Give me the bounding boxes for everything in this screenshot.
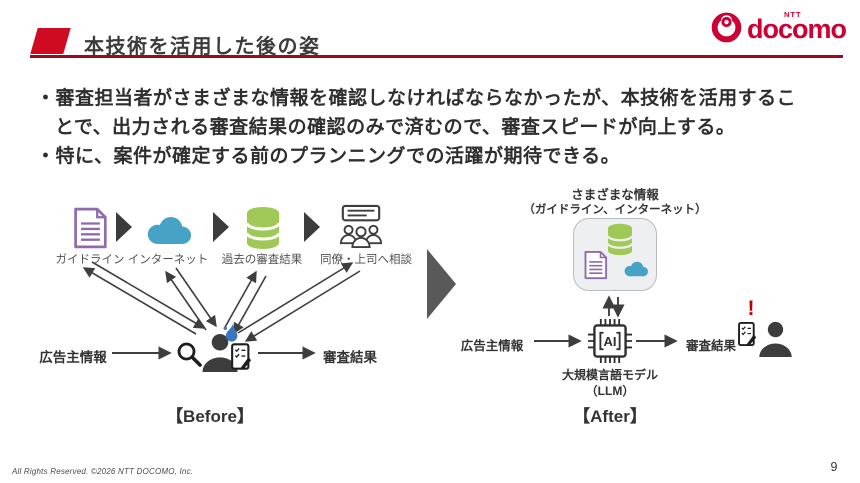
after-info-title: さまざまな情報 xyxy=(571,188,659,202)
after-output-label: 審査結果 xyxy=(685,339,736,353)
transition-triangle-icon xyxy=(427,249,456,319)
cloud-icon xyxy=(143,216,193,245)
ntt-label: NTT xyxy=(784,10,802,19)
title-underline xyxy=(30,55,843,58)
after-info-note: （ガイドライン、インターネット） xyxy=(523,204,707,216)
source-label-past-results: 過去の審査結果 xyxy=(221,254,303,266)
people-consult-icon xyxy=(336,204,386,248)
ai-chip-label: AI xyxy=(603,333,617,349)
chevron-right-icon xyxy=(304,212,320,242)
llm-model-abbr: （LLM） xyxy=(585,384,635,398)
llm-model-name: 大規模言語モデル xyxy=(561,368,658,382)
before-output-label: 審査結果 xyxy=(323,350,377,365)
docomo-label: docomo xyxy=(747,14,847,44)
database-icon xyxy=(606,223,634,256)
copyright-text: All Rights Reserved. ©2026 NTT DOCOMO, I… xyxy=(12,467,194,476)
person-icon xyxy=(201,333,239,372)
person-icon xyxy=(758,321,793,357)
checklist-tablet-icon xyxy=(738,321,757,347)
sweat-drop-icon xyxy=(223,322,238,343)
database-icon xyxy=(245,206,281,250)
alert-exclamation: ! xyxy=(747,297,755,320)
bullet-1: ・審査担当者がさまざまな情報を確認しなければならなかったが、本技術を活用すること… xyxy=(36,88,797,138)
before-caption: 【Before】 xyxy=(166,407,254,426)
document-icon xyxy=(583,250,608,280)
cloud-icon xyxy=(622,261,649,277)
docomo-logo: NTT docomo xyxy=(711,10,847,44)
summary-bullets: ・審査担当者がさまざまな情報を確認しなければならなかったが、本技術を活用すること… xyxy=(36,84,828,171)
source-label-guideline: ガイドライン xyxy=(55,254,125,266)
source-label-internet: インターネット xyxy=(127,254,209,266)
ai-chip-icon: AI xyxy=(588,319,632,363)
document-icon xyxy=(72,206,108,250)
chevron-right-icon xyxy=(116,212,132,242)
after-caption: 【After】 xyxy=(573,407,647,426)
source-label-consult: 同僚・上司へ相談 xyxy=(320,254,412,266)
page-number: 9 xyxy=(830,460,838,474)
docomo-wordmark: NTT docomo xyxy=(747,10,847,44)
before-input-label: 広告主情報 xyxy=(39,350,107,365)
chevron-right-icon xyxy=(213,212,229,242)
magnifier-icon xyxy=(176,341,202,367)
after-input-label: 広告主情報 xyxy=(460,339,524,353)
docomo-mark-icon xyxy=(711,12,742,43)
checklist-tablet-icon xyxy=(231,343,252,370)
bullet-2: ・特に、案件が確定する前のプランニングでの活躍が期待できる。 xyxy=(36,146,621,167)
page-title: 本技術を活用した後の姿 xyxy=(84,36,321,58)
title-accent-parallelogram xyxy=(30,28,71,54)
